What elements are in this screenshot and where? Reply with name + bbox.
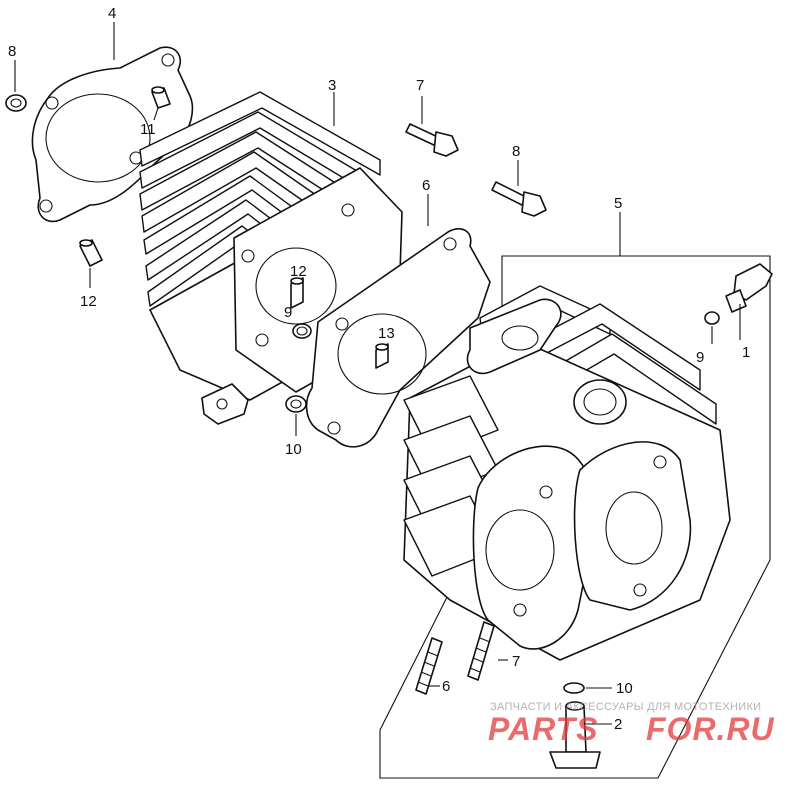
- callout-2: 2: [614, 716, 622, 733]
- dowel-pin-12-bottom: [79, 239, 103, 267]
- head-gasket: [305, 228, 491, 448]
- callout-6: 6: [422, 177, 430, 194]
- bolt-2: [549, 701, 601, 769]
- callout-13-cylinder: 12: [290, 263, 307, 280]
- bolt-8-upper: [405, 123, 459, 157]
- callout-10-bottom: 10: [616, 680, 633, 697]
- bolt-8-lower: [491, 181, 547, 217]
- callout-11: 10: [285, 441, 302, 458]
- callout-3: 3: [328, 77, 336, 94]
- o-ring-9: [5, 94, 27, 112]
- callout-13-gasket: 13: [378, 325, 395, 342]
- dowel-pin-12-top: [151, 86, 171, 109]
- callout-5: 5: [614, 195, 622, 212]
- watermark: ЗАПЧАСТИ И АКСЕССУАРЫ ДЛЯ МОТОТЕХНИКИ PA…: [488, 701, 775, 747]
- stud-7-right: [467, 621, 495, 681]
- callout-10-top: 9: [696, 349, 704, 366]
- plug-1: [725, 263, 773, 313]
- callout-12-top: 11: [140, 121, 156, 138]
- callout-8-lower: 8: [512, 143, 520, 160]
- washer-10-bottom: [563, 682, 585, 694]
- cylinder-head: [403, 285, 731, 661]
- callout-4: 4: [108, 5, 116, 22]
- stud-7-left: [415, 637, 443, 695]
- callout-7-left: 6: [442, 678, 450, 695]
- watermark-caption: ЗАПЧАСТИ И АКСЕССУАРЫ ДЛЯ МОТОТЕХНИКИ: [490, 701, 761, 713]
- watermark-brand-right: FOR.RU: [646, 711, 775, 747]
- callout-8-upper: 7: [416, 77, 424, 94]
- callout-9-left: 8: [8, 43, 16, 60]
- callout-7-right: 7: [512, 653, 520, 670]
- callout-labels: 1 2 3 4 5 6 7 7 8 8 9 9 10 10 11 12 12 1…: [8, 5, 750, 733]
- leader-lines: [14, 22, 741, 725]
- callout-9-center: 9: [284, 304, 292, 321]
- callout-12-bottom: 12: [80, 293, 97, 310]
- washer-10-top: [704, 311, 720, 325]
- o-ring-11: [285, 395, 307, 413]
- watermark-brand-left: PARTS: [488, 711, 599, 747]
- callout-1: 1: [742, 344, 750, 361]
